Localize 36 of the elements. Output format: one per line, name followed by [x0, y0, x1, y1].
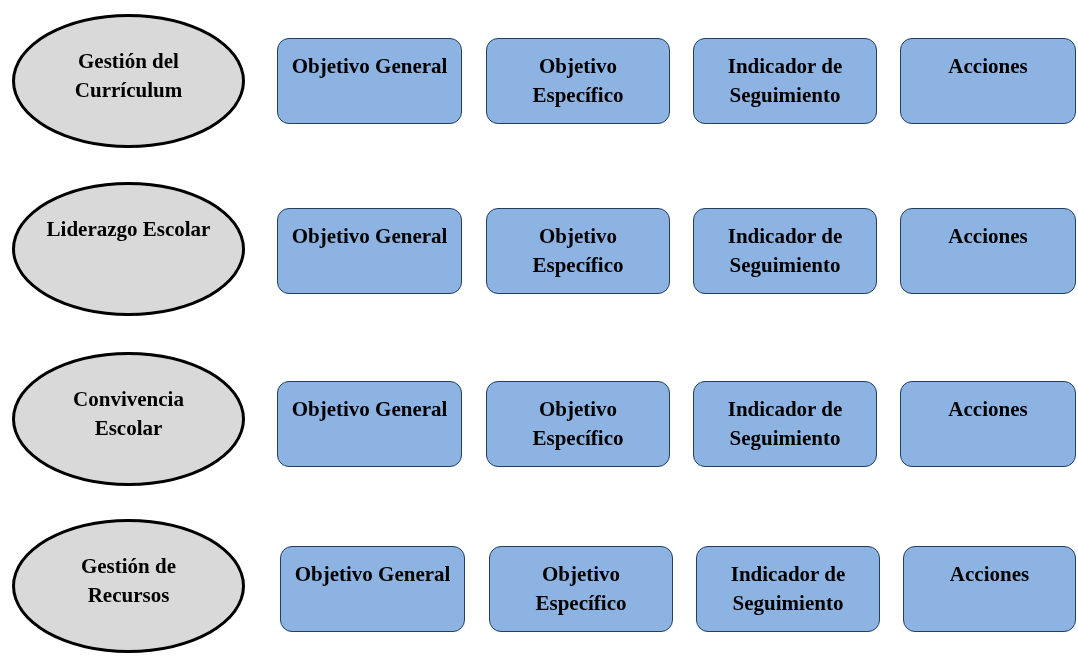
- category-label: Gestión del Currículum: [73, 48, 184, 104]
- box-label: Objetivo Específico: [531, 53, 625, 109]
- process-box: [277, 38, 462, 124]
- process-box: [280, 546, 465, 632]
- category-label: Gestión de Recursos: [79, 553, 178, 609]
- box-label: Objetivo Específico: [534, 561, 628, 617]
- process-box: [693, 38, 877, 124]
- box-label: Acciones: [948, 396, 1028, 423]
- box-label: Indicador de Seguimiento: [726, 396, 844, 452]
- box-label: Objetivo General: [291, 53, 448, 80]
- process-box: [900, 208, 1076, 294]
- process-box: [486, 381, 670, 467]
- category-label: Liderazgo Escolar: [46, 216, 211, 243]
- process-box: [486, 38, 670, 124]
- box-label: Indicador de Seguimiento: [726, 53, 844, 109]
- process-box: [903, 546, 1076, 632]
- box-label: Acciones: [949, 561, 1030, 588]
- process-box: [486, 208, 670, 294]
- process-box: [900, 381, 1076, 467]
- process-box: [693, 381, 877, 467]
- box-label: Objetivo General: [294, 561, 451, 588]
- box-label: Objetivo Específico: [531, 396, 625, 452]
- box-label: Objetivo General: [291, 396, 448, 423]
- process-box: [277, 381, 462, 467]
- box-label: Indicador de Seguimiento: [729, 561, 847, 617]
- box-label: Objetivo Específico: [531, 223, 625, 279]
- process-box: [693, 208, 877, 294]
- process-box: [900, 38, 1076, 124]
- box-label: Acciones: [948, 53, 1028, 80]
- box-label: Acciones: [948, 223, 1028, 250]
- process-box: [696, 546, 880, 632]
- process-box: [277, 208, 462, 294]
- box-label: Indicador de Seguimiento: [726, 223, 844, 279]
- process-box: [489, 546, 673, 632]
- category-label: Convivencia Escolar: [72, 386, 185, 442]
- box-label: Objetivo General: [291, 223, 448, 250]
